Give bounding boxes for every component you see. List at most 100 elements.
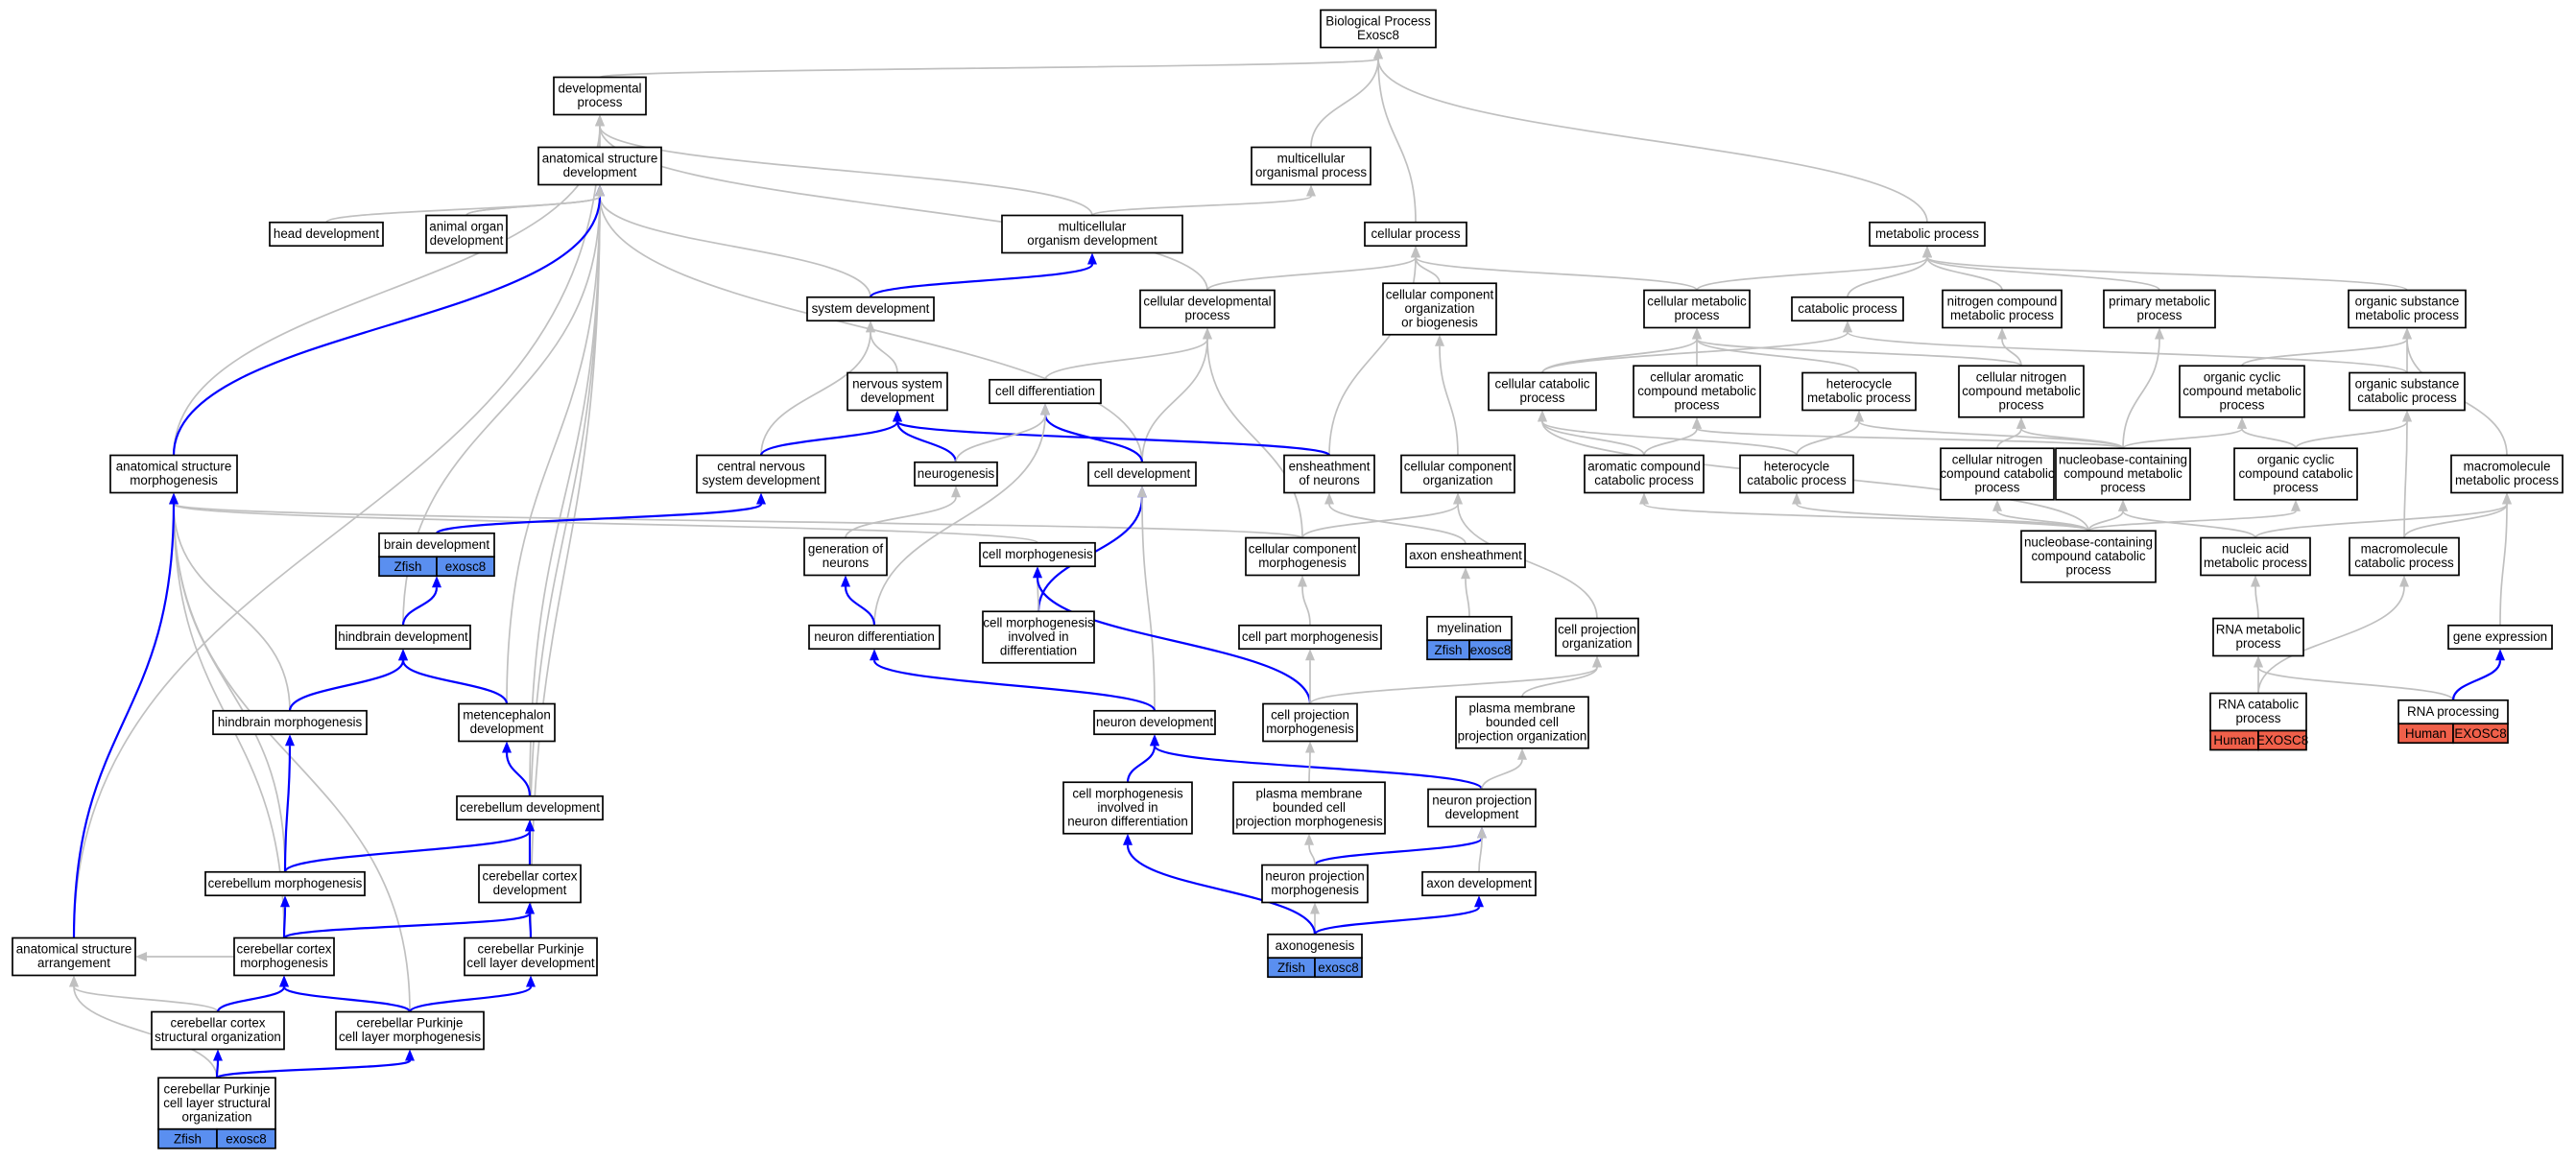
go-term-node-cerebd[interactable]: cerebellum development [456,794,604,821]
node-label-line: structural organization [155,1030,281,1044]
edge-cprojm-to-cpo [1309,666,1598,705]
go-term-node-cellmorph[interactable]: cell morphogenesis [979,541,1096,568]
arrowhead-axonog-to-npm [1310,902,1320,914]
edge-ccob-to-cp [1415,257,1441,284]
edge-mod-to-dev [599,126,1093,216]
go-term-node-catp[interactable]: catabolic process [1791,296,1904,322]
go-term-node-axond[interactable]: axon development [1421,870,1537,897]
edge-cnsd-to-sysd [760,332,871,456]
node-label-line: cellular developmental [1143,295,1271,309]
go-term-node-celldiff[interactable]: cell differentiation [989,378,1102,405]
go-term-node-sysd[interactable]: system development [806,296,935,322]
go-term-node-cp[interactable]: cellular process [1364,221,1467,248]
go-term-node-hindbm[interactable]: hindbrain morphogenesis [212,709,368,736]
edge-nbcccp-to-cnccp [1996,510,2089,533]
go-term-node-neudev[interactable]: neuron development [1093,709,1216,736]
node-label-line: RNA catabolic [2218,698,2299,712]
go-term-node-cerebm[interactable]: cerebellum morphogenesis [204,870,366,897]
species-label: Zfish [1277,960,1305,975]
node-label-line: axonogenesis [1276,938,1355,953]
go-term-node-geneexp[interactable]: gene expression [2447,624,2553,651]
arrowhead-macmp-to-osmp [2402,327,2412,340]
go-term-node-cpm[interactable]: cell part morphogenesis [1238,624,1382,651]
go-term-node-neurogen[interactable]: neurogenesis [914,461,998,487]
arrowhead-cprojm-to-cellmorph [1033,566,1042,579]
go-term-node-mp[interactable]: metabolic process [1869,221,1986,248]
node-box [1455,696,1589,749]
go-term-node-head[interactable]: head development [269,221,384,248]
go-term-node-hindbd[interactable]: hindbrain development [335,624,471,651]
edge-ccm-to-ccd [282,913,532,939]
node-label-line: brain development [384,537,489,552]
edge-celldiff-to-cdp [1044,339,1208,381]
go-term-node-neudiff[interactable]: neuron differentiation [808,624,941,651]
edge-cpclm-to-cpcld [408,985,533,1013]
arrowhead-ccm-to-cerebm [280,895,290,908]
node-label-line: involved in [1097,800,1157,815]
arrowhead-geneexp-to-macmp [2502,492,2512,505]
node-label-line: compound catabolic [2238,466,2352,481]
edge-cmind-to-neudev [1126,746,1157,783]
edge-rnaproc-to-rnamp [2257,667,2454,701]
go-term-node-celldev[interactable]: cell development [1087,461,1197,487]
node-label-line: development [563,165,637,179]
go-term-node-axonens[interactable]: axon ensheathment [1405,542,1526,569]
